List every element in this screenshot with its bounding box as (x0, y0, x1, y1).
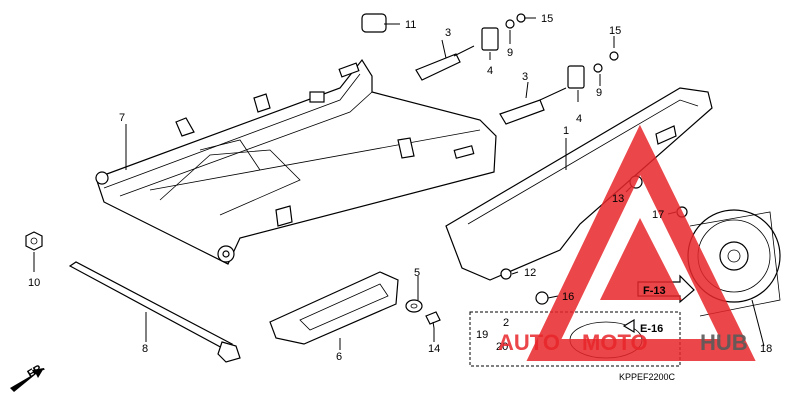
chain-adjuster-upper (415, 27, 499, 81)
nuts-upper (505, 13, 619, 73)
swingarm (95, 58, 497, 265)
callout-20: 20 (496, 341, 508, 353)
bolt-12 (500, 268, 512, 280)
ref-label-f13: F-13 (643, 285, 666, 297)
callout-10: 10 (28, 277, 40, 289)
callout-3-upper: 3 (445, 27, 451, 39)
callout-13: 13 (612, 193, 624, 205)
bolt-16 (535, 291, 549, 305)
callout-4-upper: 4 (487, 65, 493, 77)
callout-18: 18 (760, 343, 772, 355)
chain-slider (269, 271, 399, 345)
callout-14: 14 (428, 343, 440, 355)
callout-2: 2 (503, 317, 509, 329)
callout-9-lower: 9 (596, 87, 602, 99)
diagram-code: KPPEF2200C (619, 372, 676, 382)
bolt-14 (425, 311, 441, 329)
pivot-bolt (68, 261, 241, 363)
callout-9-upper: 9 (507, 47, 513, 59)
callout-6: 6 (336, 351, 342, 363)
callout-11: 11 (405, 19, 416, 31)
cap-11 (361, 13, 387, 33)
nut-10 (25, 231, 43, 251)
callout-19: 19 (476, 329, 488, 341)
callout-8: 8 (142, 343, 148, 355)
callout-15-upper: 15 (541, 13, 553, 25)
watermark-logo (526, 124, 756, 361)
callout-15-lower: 15 (609, 25, 621, 37)
ref-e16-arrow (622, 318, 635, 334)
watermark-text-hub: HUB (700, 330, 748, 355)
front-direction-arrow (10, 368, 44, 392)
chain-adjuster-lower (499, 65, 585, 125)
callout-7: 7 (119, 112, 125, 124)
callout-17: 17 (652, 209, 664, 221)
callout-16: 16 (562, 291, 574, 303)
callout-12: 12 (524, 267, 536, 279)
watermark-text-moto: MOTO (582, 330, 648, 355)
callout-4-lower: 4 (576, 113, 582, 125)
ref-label-e16: E-16 (640, 323, 663, 335)
callout-3-lower: 3 (522, 71, 528, 83)
collar-5 (405, 299, 423, 313)
callout-5: 5 (414, 267, 420, 279)
callout-1: 1 (563, 125, 569, 137)
front-label: FR. (26, 361, 47, 380)
watermark-text-auto: AUTO (498, 330, 560, 355)
